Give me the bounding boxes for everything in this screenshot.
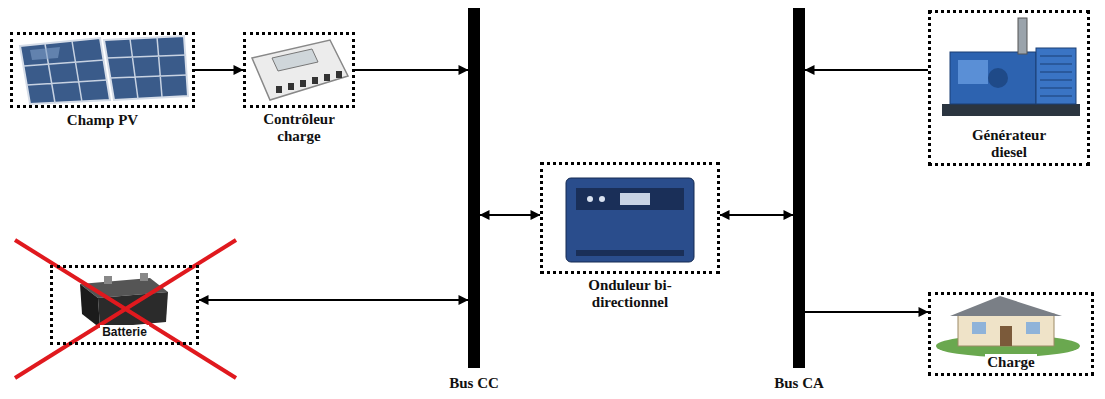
radiator-fins (1040, 56, 1072, 96)
generator-base (942, 104, 1080, 116)
label-group: Onduleur bi-directionnel (565, 277, 695, 311)
controller-display (272, 49, 318, 71)
generator-flywheel (988, 68, 1008, 88)
cross-stroke (15, 240, 236, 378)
ac-bus-bar: Bus CA (793, 8, 805, 368)
flow-arrow (195, 69, 243, 71)
house-picture (936, 296, 1080, 357)
label-group: Bus CA (772, 374, 826, 392)
solar-panel (20, 38, 110, 104)
label-group: Bus CC (447, 374, 501, 392)
cross-stroke (15, 240, 236, 378)
diesel-generator-box: Générateur diesel (928, 10, 1090, 166)
component-label: Champ PV (65, 112, 140, 129)
charge-controller-box: Contrôleur charge (243, 32, 355, 108)
battery-picture (80, 273, 168, 328)
house-window (972, 322, 986, 334)
component-label: Batterie (100, 325, 149, 339)
inverter-picture (566, 178, 694, 262)
label-group: Batterie (53, 322, 196, 340)
terminal (288, 83, 294, 90)
component-label: Contrôleur charge (249, 111, 349, 145)
flow-arrow (720, 214, 793, 216)
inverter-panel (576, 188, 684, 210)
terminal (324, 74, 330, 81)
label-group: Contrôleur charge (249, 111, 349, 145)
generator-radiator (1036, 48, 1076, 104)
diesel-generator-picture (942, 18, 1080, 116)
red-cross (15, 240, 236, 378)
dc-bus-bar: Bus CC (468, 8, 480, 368)
inverter-led (599, 196, 605, 202)
load-box: Charge (928, 292, 1094, 376)
terminal (312, 77, 318, 84)
terminal (336, 71, 342, 78)
house-wall (958, 314, 1054, 346)
battery-terminal (140, 273, 148, 281)
flow-arrow (805, 311, 928, 313)
pv-field-box: Champ PV (10, 32, 195, 108)
bus-label: Bus CA (772, 375, 826, 392)
flow-arrow (199, 299, 468, 301)
controller-body (252, 40, 348, 100)
generator-panel (958, 60, 988, 84)
controller-terminals (276, 71, 342, 93)
house-door (1000, 326, 1012, 346)
flow-arrow (805, 69, 928, 71)
component-label: Charge (985, 354, 1037, 371)
label-group: Générateur diesel (954, 127, 1064, 161)
house-window (1026, 322, 1040, 334)
battery-terminal (104, 276, 112, 284)
house-roof (950, 296, 1062, 316)
solar-panel (104, 36, 188, 100)
exhaust-pipe (1018, 18, 1027, 54)
generator-engine (950, 52, 1036, 104)
inverter-box: Onduleur bi-directionnel (540, 162, 720, 274)
terminal (300, 80, 306, 87)
panel-glare (30, 47, 60, 60)
terminal (276, 86, 282, 93)
panel-grid (24, 37, 187, 103)
inverter-body (566, 178, 694, 262)
label-group: Champ PV (65, 111, 140, 129)
solar-panel-picture (20, 36, 188, 104)
flow-arrow (480, 214, 540, 216)
bus-label: Bus CC (447, 375, 501, 392)
inverter-led (587, 196, 593, 202)
inverter-foot (576, 250, 684, 256)
component-label: Onduleur bi-directionnel (565, 277, 695, 311)
inverter-display (620, 193, 650, 205)
flow-arrow (355, 69, 468, 71)
battery-box: Batterie (50, 265, 199, 345)
charge-controller-picture (252, 40, 348, 100)
component-label: Générateur diesel (954, 127, 1064, 161)
label-group: Charge (931, 353, 1091, 371)
